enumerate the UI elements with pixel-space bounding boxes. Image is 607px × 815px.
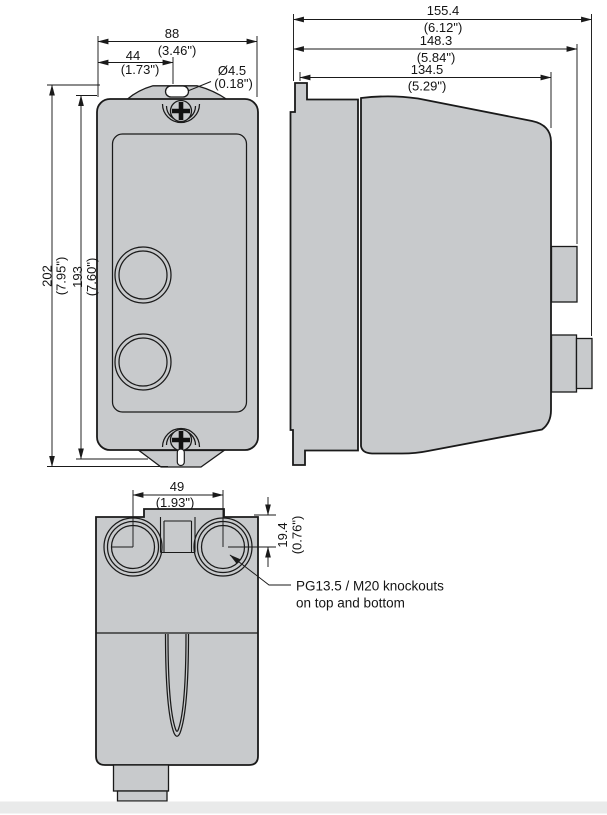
dim-side-depth-to-boss-mm: 148.3 bbox=[420, 33, 453, 48]
knockout-note-line2: on top and bottom bbox=[296, 596, 405, 611]
bottom-gland-step2 bbox=[116, 790, 168, 802]
front-bottom-screw-pocket-outer bbox=[161, 427, 201, 448]
dim-knockout-spacing-inch: (1.93") bbox=[156, 495, 195, 510]
side-boss-lower bbox=[550, 334, 578, 393]
bottom-view: 49 (1.93") 19.4 (0.76") PG13.5 / M20 kno… bbox=[95, 479, 444, 802]
front-enclosure-body bbox=[96, 98, 259, 451]
dim-front-overall-height-inch: (7.95") bbox=[54, 257, 69, 296]
knockout-note-line1: PG13.5 / M20 knockouts bbox=[296, 579, 444, 594]
front-bottom-screw-phillips-icon bbox=[172, 431, 190, 449]
footer-band bbox=[0, 801, 607, 814]
bottom-cover-groove-inner bbox=[167, 633, 187, 732]
dim-knockout-offset-mm: 19.4 bbox=[275, 522, 290, 547]
bottom-cover-groove-outer bbox=[164, 633, 190, 737]
dim-knockout-spacing-mm: 49 bbox=[170, 479, 184, 494]
bottom-gland-step1 bbox=[112, 764, 170, 792]
front-lid-outline bbox=[111, 133, 248, 413]
front-knockout-lower-inner bbox=[118, 337, 168, 387]
front-top-screw-pocket-outer bbox=[161, 103, 201, 124]
side-view: 155.4 (6.12") 148.3 (5.84") 134.5 (5.29"… bbox=[289, 3, 593, 466]
dim-front-hole-spacing-mm: 44 bbox=[126, 48, 140, 63]
dim-side-body-depth-inch: (5.29") bbox=[408, 79, 447, 94]
front-knockout-lower-outer bbox=[114, 333, 172, 391]
side-boss-lower-cap bbox=[575, 337, 593, 390]
dim-front-hole-diameter-inch: (0.18") bbox=[214, 76, 253, 91]
dim-front-overall-height-mm: 202 bbox=[40, 265, 55, 287]
dim-front-width-inch: (3.46") bbox=[158, 43, 197, 58]
dim-knockout-offset-inch: (0.76") bbox=[290, 516, 305, 555]
side-boss-upper bbox=[550, 245, 578, 303]
front-view: 88 (3.46") 44 (1.73") Ø4.5 (0.18") 202 (… bbox=[40, 26, 259, 468]
front-knockout-upper-outer bbox=[114, 246, 172, 304]
dim-front-width-mm: 88 bbox=[165, 26, 179, 41]
front-knockout-upper-inner bbox=[118, 250, 168, 300]
leader-line-hole-diameter bbox=[188, 81, 212, 91]
front-top-screw-phillips-icon bbox=[172, 102, 190, 120]
front-bottom-notch bbox=[176, 448, 185, 467]
bottom-body-outline bbox=[95, 508, 259, 766]
side-mounting-plate bbox=[289, 82, 359, 466]
dim-side-body-depth-mm: 134.5 bbox=[411, 62, 444, 77]
bottom-center-channel bbox=[159, 517, 196, 554]
dim-side-overall-depth-mm: 155.4 bbox=[427, 3, 460, 18]
dim-front-mounting-height-mm: 193 bbox=[70, 266, 85, 288]
front-mounting-slot bbox=[164, 85, 190, 98]
dim-side-overall-depth-inch: (6.12") bbox=[424, 20, 463, 35]
leader-line-knockout-note bbox=[229, 554, 291, 586]
dim-front-hole-diameter-mm: Ø4.5 bbox=[218, 63, 246, 78]
dim-side-depth-to-boss-inch: (5.84") bbox=[417, 50, 456, 65]
dim-front-hole-spacing-inch: (1.73") bbox=[121, 62, 160, 77]
side-cover-body bbox=[360, 95, 552, 455]
dim-front-mounting-height-inch: (7.60") bbox=[84, 258, 99, 297]
